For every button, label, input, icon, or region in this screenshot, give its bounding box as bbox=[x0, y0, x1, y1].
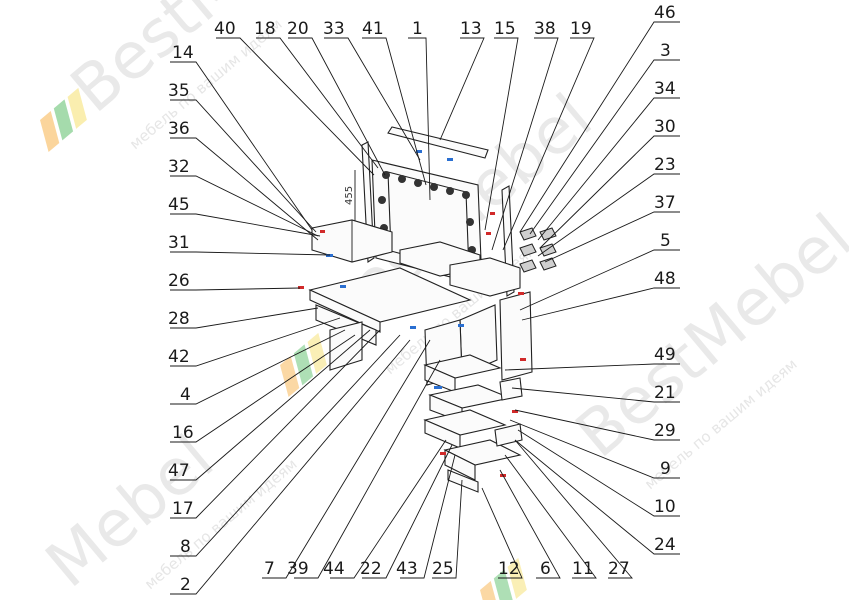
part-label: 2 bbox=[180, 575, 191, 595]
part-label: 13 bbox=[460, 19, 482, 39]
part-label: 47 bbox=[168, 461, 190, 481]
part-label: 36 bbox=[168, 119, 190, 139]
part-label: 18 bbox=[254, 19, 276, 39]
part-label: 23 bbox=[654, 155, 676, 175]
part-label: 49 bbox=[654, 345, 676, 365]
part-labels-left: 14 35 36 32 45 31 26 28 42 4 16 47 17 8 … bbox=[168, 43, 194, 595]
part-label: 45 bbox=[168, 195, 190, 215]
part-label: 8 bbox=[180, 537, 191, 557]
part-label: 29 bbox=[654, 421, 676, 441]
drawer-front-5 bbox=[447, 469, 479, 493]
part-label: 7 bbox=[264, 559, 275, 579]
part-label: 39 bbox=[287, 559, 309, 579]
part-label: 34 bbox=[654, 79, 676, 99]
part-label: 26 bbox=[168, 271, 190, 291]
part-label: 24 bbox=[654, 535, 676, 555]
part-label: 12 bbox=[498, 559, 520, 579]
part-label: 32 bbox=[168, 157, 190, 177]
part-labels-bottom: 7 39 44 22 43 25 12 6 11 27 bbox=[264, 559, 630, 579]
watermark-brand-bottom-left: Mebel bbox=[33, 422, 228, 600]
hardware-brackets bbox=[519, 227, 557, 273]
part-label: 42 bbox=[168, 347, 190, 367]
part-label: 4 bbox=[180, 385, 191, 405]
part-label: 37 bbox=[654, 193, 676, 213]
mirror-height-dimension: 455 bbox=[344, 186, 355, 205]
part-label: 21 bbox=[654, 383, 676, 403]
part-label: 3 bbox=[660, 41, 671, 61]
part-label: 16 bbox=[172, 423, 194, 443]
exploded-drawing: 455 bbox=[298, 126, 557, 493]
part-label: 11 bbox=[572, 559, 594, 579]
leader-lines bbox=[170, 21, 680, 595]
mirror-top-rail bbox=[387, 126, 489, 159]
cabinet-back-panel bbox=[499, 291, 533, 381]
left-leg-panel bbox=[329, 321, 363, 371]
part-label: 15 bbox=[494, 19, 516, 39]
part-label: 44 bbox=[323, 559, 345, 579]
part-label: 19 bbox=[570, 19, 592, 39]
part-label: 30 bbox=[654, 117, 676, 137]
part-label: 28 bbox=[168, 309, 190, 329]
part-label: 6 bbox=[540, 559, 551, 579]
part-label: 33 bbox=[323, 19, 345, 39]
part-labels-top: 40 18 20 33 41 1 13 15 38 19 bbox=[214, 19, 592, 39]
part-label: 40 bbox=[214, 19, 236, 39]
part-label: 46 bbox=[654, 3, 676, 23]
watermark-logo-center bbox=[280, 332, 327, 397]
part-label: 25 bbox=[432, 559, 454, 579]
part-label: 17 bbox=[172, 499, 194, 519]
watermark-logo-top-left bbox=[40, 87, 87, 152]
part-label: 14 bbox=[172, 43, 194, 63]
part-label: 35 bbox=[168, 81, 190, 101]
part-label: 22 bbox=[360, 559, 382, 579]
part-label: 5 bbox=[660, 231, 671, 251]
part-label: 20 bbox=[287, 19, 309, 39]
part-labels-right: 46 3 34 30 23 37 5 48 49 21 29 9 10 24 bbox=[654, 3, 676, 555]
right-organizer-box bbox=[449, 257, 521, 297]
watermark-brand-top-left: BestMebel bbox=[58, 0, 361, 127]
part-label: 1 bbox=[412, 19, 423, 39]
part-label: 48 bbox=[654, 269, 676, 289]
part-label: 41 bbox=[362, 19, 384, 39]
part-label: 10 bbox=[654, 497, 676, 517]
part-label: 31 bbox=[168, 233, 190, 253]
part-label: 43 bbox=[396, 559, 418, 579]
side-panel-right-1 bbox=[499, 377, 523, 401]
part-label: 27 bbox=[608, 559, 630, 579]
part-label: 9 bbox=[660, 459, 671, 479]
part-label: 38 bbox=[534, 19, 556, 39]
